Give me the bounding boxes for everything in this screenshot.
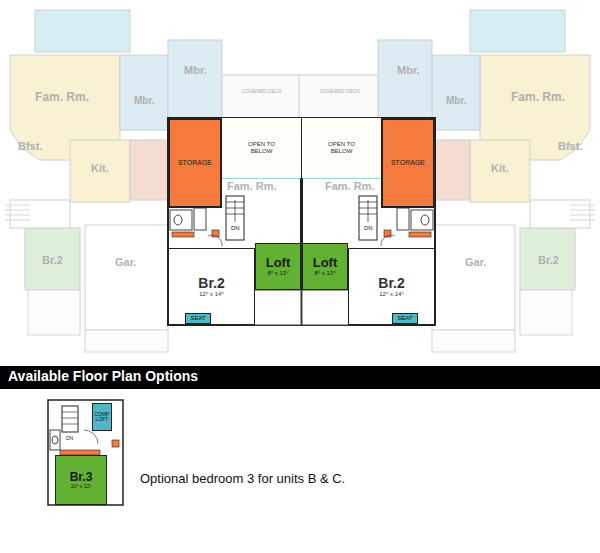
room-dimension: 10⁰ x 12⁰ [71,484,91,490]
loft-room: Loft8⁶ x 13⁰ [255,243,301,290]
open-to-below: OPEN TO BELOW [302,118,381,178]
storage-room: STORAGE [381,118,435,208]
faded-room-label: Mbr. [397,64,420,76]
faded-room-label: Br.2 [42,254,63,266]
room-dimension: 8⁶ x 13⁰ [267,270,288,277]
storage-room: STORAGE [168,118,222,208]
window-seat: SEAT [392,313,418,324]
faded-room-label: Gar. [115,256,136,268]
faded-room-label: Fam. Rm. [35,91,89,104]
room-name: OPEN TO BELOW [322,141,362,154]
options-banner-title: Available Floor Plan Options [8,369,198,384]
room-name: COMP. LOFT [93,412,111,423]
bedroom-3: Br.310⁰ x 12⁰ [55,455,107,505]
faded-room-label: Mbr. [134,95,155,106]
faded-room-label: Fam. Rm. [227,180,277,192]
bedroom: Br.212⁰ x 14⁰ SEAT [168,248,255,325]
room-name: STORAGE [391,159,425,167]
faded-room-label: Mbr. [184,64,207,76]
room-name: Br.2 [378,276,404,291]
faded-room-label: Kit. [91,162,109,174]
faded-room-label: Gar. [465,256,486,268]
faded-room-label: Bfst. [18,140,42,152]
open-to-below: OPEN TO BELOW [222,118,301,178]
faded-room-label: Fam. Rm. [511,91,565,104]
room-name: SEAT [397,315,412,322]
faded-room-label: Mbr. [446,95,467,106]
computer-loft: COMP. LOFT [92,403,112,431]
faded-room-label: Kit. [491,162,509,174]
bedroom: Br.212⁰ x 14⁰ SEAT [348,248,435,325]
room-name: Loft [313,256,338,270]
plan-note: COVERED DECK [242,89,282,95]
room-name: Br.3 [70,471,93,484]
room-dimension: 12⁰ x 14⁰ [199,291,224,298]
option-caption: Optional bedroom 3 for units B & C. [140,472,345,486]
room-name: STORAGE [178,159,212,167]
room-name: SEAT [190,315,205,322]
faded-room-label: Br.2 [538,254,559,266]
plan-note: DN [66,436,73,442]
room-name: OPEN TO BELOW [242,141,282,154]
room-name: Loft [266,256,291,270]
plan-note: COVERED DECK [320,89,360,95]
faded-room-label: Bfst. [558,140,582,152]
window-seat: SEAT [185,313,211,324]
room-dimension: 12⁰ x 14⁰ [379,291,404,298]
faded-room-label: Fam. Rm. [325,180,375,192]
room-name: Br.2 [198,276,224,291]
loft-room: Loft8⁶ x 13⁰ [302,243,348,290]
room-dimension: 8⁶ x 13⁰ [314,270,335,277]
plan-note: DN [364,225,373,232]
plan-note: DN [231,225,240,232]
